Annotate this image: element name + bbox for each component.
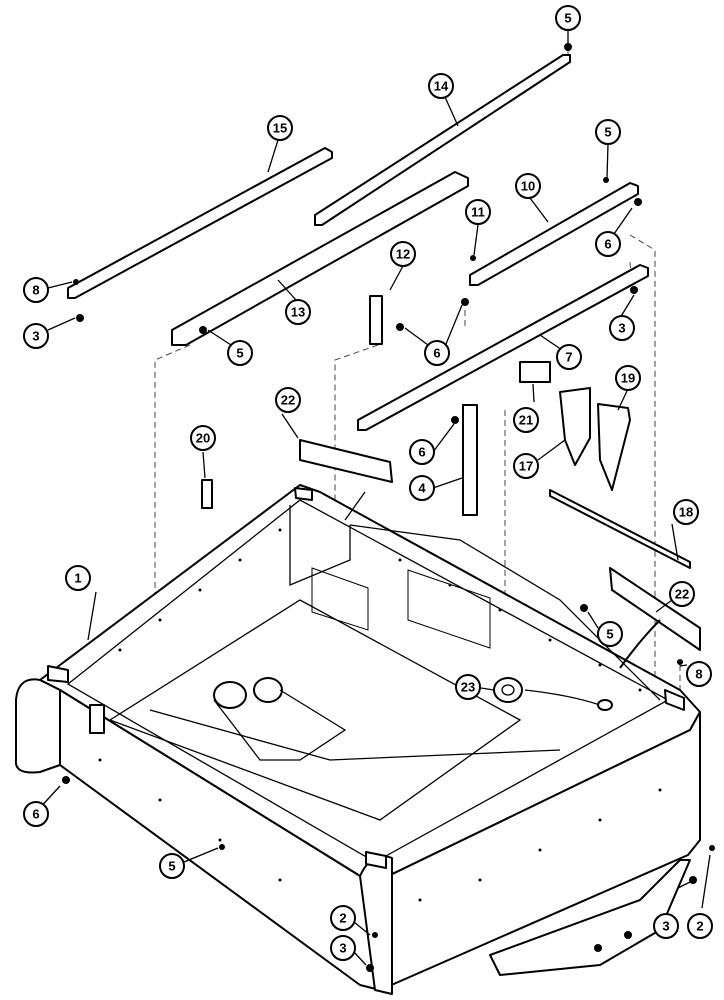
callout-12: 12 — [390, 241, 416, 267]
callout-15-label: 15 — [273, 121, 287, 136]
callout-6-center-label: 6 — [418, 445, 425, 460]
main-tub — [14, 484, 701, 995]
callout-5-lowright: 5 — [597, 621, 623, 647]
callouts: 5 14 15 5 10 11 6 12 8 13 3 3 5 6 7 19 2… — [23, 5, 713, 961]
callout-11: 11 — [465, 199, 491, 225]
leader-lines — [35, 30, 711, 966]
callout-5-bottom-label: 5 — [168, 859, 175, 874]
callout-21-label: 21 — [519, 413, 533, 428]
callout-10-label: 10 — [521, 179, 535, 194]
callout-20: 20 — [190, 425, 216, 451]
callout-22-top-label: 22 — [281, 393, 295, 408]
callout-6-left-label: 6 — [32, 807, 39, 822]
callout-13: 13 — [285, 299, 311, 325]
callout-6-left: 6 — [23, 801, 49, 827]
callout-8-right: 8 — [686, 661, 712, 687]
callout-3-right-label: 3 — [618, 321, 625, 336]
callout-22-top: 22 — [275, 387, 301, 413]
callout-15: 15 — [267, 115, 293, 141]
callout-5-top-label: 5 — [564, 11, 571, 26]
callout-12-label: 12 — [396, 247, 410, 262]
callout-19-label: 19 — [621, 371, 635, 386]
callout-21: 21 — [513, 407, 539, 433]
callout-3-lowright: 3 — [653, 913, 679, 939]
callout-17: 17 — [513, 453, 539, 479]
callout-11-label: 11 — [471, 205, 485, 220]
callout-6-mid: 6 — [424, 340, 450, 366]
callout-22-right: 22 — [669, 581, 695, 607]
callout-23: 23 — [455, 674, 481, 700]
callout-18-label: 18 — [679, 505, 693, 520]
callout-19: 19 — [615, 365, 641, 391]
callout-8-left: 8 — [23, 277, 49, 303]
callout-5-bottom: 5 — [159, 853, 185, 879]
callout-3-left: 3 — [23, 323, 49, 349]
callout-10: 10 — [515, 173, 541, 199]
callout-5-mid-label: 5 — [236, 346, 243, 361]
callout-1-label: 1 — [74, 571, 81, 586]
callout-5-top: 5 — [555, 5, 581, 31]
callout-5-right-label: 5 — [604, 125, 611, 140]
callout-4-label: 4 — [418, 481, 426, 496]
callout-5-right: 5 — [595, 119, 621, 145]
callout-14: 14 — [428, 73, 454, 99]
callout-8-right-label: 8 — [695, 667, 702, 682]
callout-6-center: 6 — [409, 439, 435, 465]
callout-2-lowright: 2 — [687, 913, 713, 939]
callout-2-lowright-label: 2 — [696, 919, 703, 934]
callout-3-bottom-label: 3 — [339, 941, 346, 956]
callout-23-label: 23 — [461, 680, 475, 695]
callout-22-right-label: 22 — [675, 587, 689, 602]
callout-1: 1 — [65, 565, 91, 591]
callout-18: 18 — [673, 499, 699, 525]
callout-14-label: 14 — [434, 79, 449, 94]
callout-6-right-label: 6 — [604, 237, 611, 252]
callout-3-bottom: 3 — [330, 935, 356, 961]
callout-7: 7 — [556, 344, 582, 370]
callout-3-lowright-label: 3 — [662, 919, 669, 934]
callout-7-label: 7 — [565, 350, 572, 365]
callout-8-left-label: 8 — [32, 283, 39, 298]
rails — [62, 43, 715, 972]
callout-6-right: 6 — [595, 231, 621, 257]
callout-5-mid: 5 — [227, 340, 253, 366]
callout-3-right: 3 — [609, 315, 635, 341]
callout-2-bottom-label: 2 — [339, 911, 346, 926]
callout-6-mid-label: 6 — [433, 346, 440, 361]
callout-20-label: 20 — [196, 431, 210, 446]
callout-13-label: 13 — [291, 305, 305, 320]
callout-3-left-label: 3 — [32, 329, 39, 344]
callout-2-bottom: 2 — [330, 905, 356, 931]
callout-17-label: 17 — [519, 459, 533, 474]
callout-5-lowright-label: 5 — [606, 627, 613, 642]
callout-4: 4 — [409, 475, 435, 501]
